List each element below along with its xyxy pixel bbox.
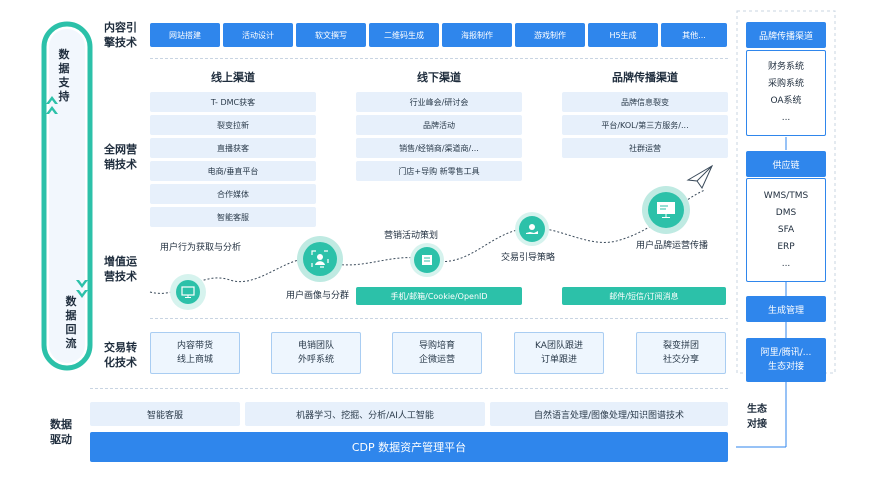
divider [150,318,728,319]
ml-chip: 机器学习、挖掘、分析/AI人工智能 [245,402,485,426]
transaction-card: 导购培育企微运营 [392,332,482,374]
hand-coin-icon [519,216,545,242]
tool-h5[interactable]: H5生成 [588,23,658,47]
divider [150,58,728,59]
brand-item: 品牌信息裂变 [562,92,728,112]
supply-chain-head: 供应链 [746,151,826,177]
tool-website-build[interactable]: 网站搭建 [150,23,220,47]
row-label-data-driven: 数据驱动 [50,418,72,446]
offline-item: 门店+导购 新零售工具 [356,161,522,181]
cdp-platform-bar: CDP 数据资产管理平台 [90,432,728,462]
paper-plane-icon [686,164,714,189]
online-item: 智能客服 [150,207,316,227]
divider [90,388,728,389]
row-label-transaction: 交易转化技术 [104,341,137,369]
online-item: 裂变拉新 [150,115,316,135]
document-icon [414,247,440,273]
user-portrait-icon [303,242,337,276]
row-label-value-ops: 增值运营技术 [104,255,137,283]
node-label-campaign-plan: 营销活动策划 [384,231,439,241]
nlp-chip: 自然语言处理/图像处理/知识图谱技术 [490,402,728,426]
ai-service-chip: 智能客服 [90,402,240,426]
online-item: T- DMC获客 [150,92,316,112]
online-item: 合作媒体 [150,184,316,204]
transaction-card: KA团队跟进订单跟进 [514,332,604,374]
node-label-user-behavior: 用户行为获取与分析 [160,243,242,253]
data-support-label: 数 据 支 持 [58,48,70,103]
data-loop-diagram [41,21,93,371]
tool-game[interactable]: 游戏制作 [515,23,585,47]
monitor-chart-icon [648,192,684,228]
transaction-card: 内容带货线上商城 [150,332,240,374]
data-return-label: 数 据 回 流 [65,295,77,350]
node-campaign-plan [410,243,444,277]
production-management: 生成管理 [746,296,826,322]
node-brand-ops [642,186,690,234]
channel-online-title: 线上渠道 [211,71,255,84]
offline-item: 销售/经销商/渠道商/... [356,138,522,158]
supply-systems-box: WMS/TMS DMS SFA ERP ... [746,178,826,282]
tool-other[interactable]: 其他... [661,23,727,47]
brand-channel-head: 品牌传播渠道 [746,22,826,48]
node-label-brand-ops: 用户品牌运营传播 [636,241,709,251]
node-user-behavior [170,274,206,310]
online-item: 直播获客 [150,138,316,158]
tool-event-design[interactable]: 活动设计 [223,23,293,47]
brand-systems-box: 财务系统 采购系统 OA系统 ... [746,50,826,136]
channel-offline-title: 线下渠道 [417,71,461,84]
row-label-content-engine: 内容引擎技术 [104,21,137,49]
offline-item: 行业峰会/研讨会 [356,92,522,112]
node-trade-guide [515,212,549,246]
id-channels-bar: 手机/邮箱/Cookie/OpenID [356,287,522,305]
message-channels-bar: 邮件/短信/订阅消息 [562,287,726,305]
brand-item: 社群运营 [562,138,728,158]
tool-qrcode[interactable]: 二维码生成 [369,23,439,47]
node-user-portrait [297,236,343,282]
monitor-icon [176,280,200,304]
brand-item: 平台/KOL/第三方服务/... [562,115,728,135]
offline-item: 品牌活动 [356,115,522,135]
down-arrow-icon [76,280,88,298]
node-label-trade-guide: 交易引导策略 [501,253,556,263]
transaction-card: 电销团队外呼系统 [271,332,361,374]
transaction-card: 裂变拼团社交分享 [636,332,726,374]
right-panel-frame [736,10,836,448]
row-label-omni-marketing: 全网营销技术 [104,143,137,171]
tool-poster[interactable]: 海报制作 [442,23,512,47]
ecosystem-label: 生态 对接 [747,404,767,430]
node-label-user-portrait: 用户画像与分群 [286,291,350,301]
tool-article-writing[interactable]: 软文撰写 [296,23,366,47]
up-arrow-icon [46,96,58,114]
ecosystem-connect-box: 阿里/腾讯/... 生态对接 [746,338,826,382]
channel-brand-title: 品牌传播渠道 [612,71,678,84]
online-item: 电商/垂直平台 [150,161,316,181]
